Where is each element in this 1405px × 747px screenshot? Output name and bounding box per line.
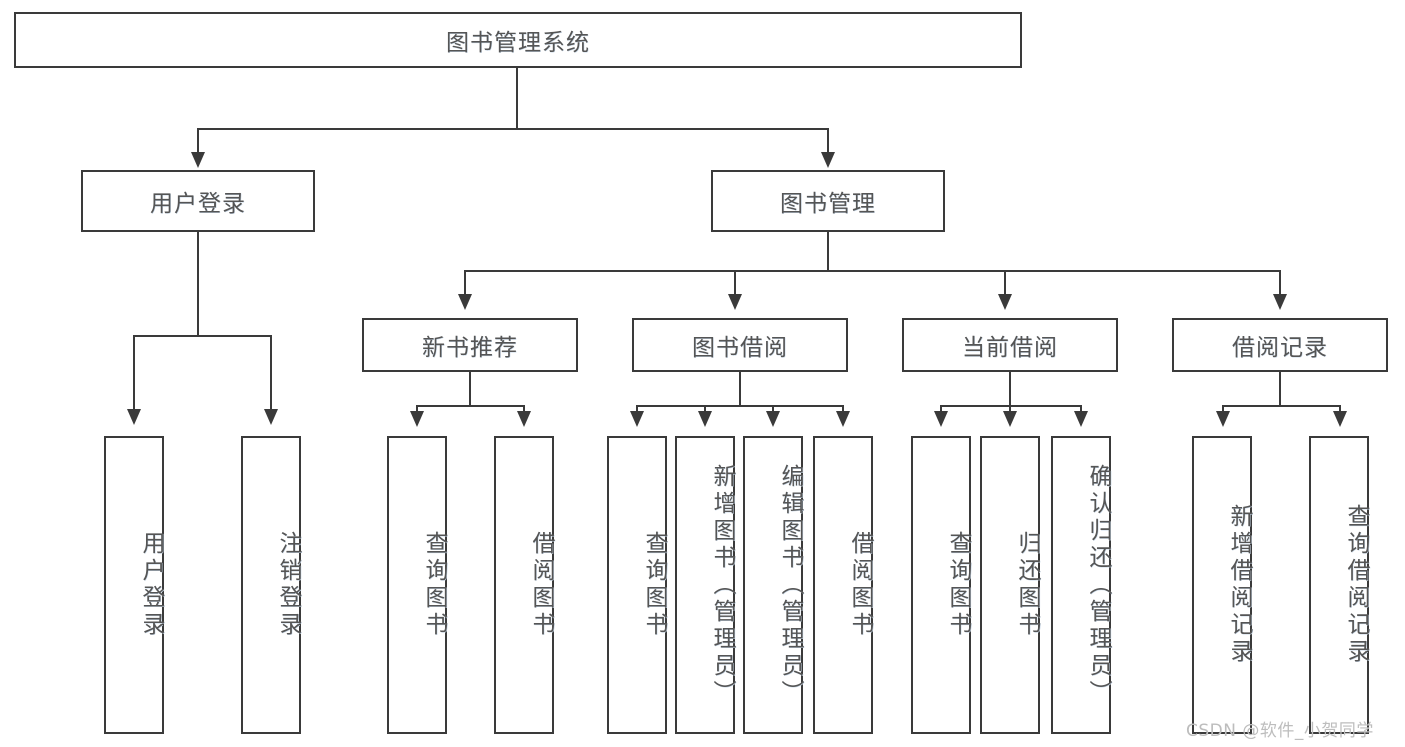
- node-current-borrow[interactable]: 当前借阅: [902, 318, 1118, 372]
- arrow-br-leaf-1: [1216, 411, 1230, 427]
- arrow-to-borrow-record: [1273, 294, 1287, 310]
- connector-user-login-bus: [133, 335, 271, 337]
- connector-level2-drop-left: [197, 128, 199, 154]
- arrow-bb-leaf-3: [766, 411, 780, 427]
- connector-br-bus: [1222, 405, 1340, 407]
- node-new-book-recommend[interactable]: 新书推荐: [362, 318, 578, 372]
- leaf-nbr-borrow-book[interactable]: 借阅图书: [494, 436, 554, 734]
- leaf-cb-confirm-return-admin[interactable]: 确认归还（管理员）: [1051, 436, 1111, 734]
- arrow-to-book-borrow: [728, 294, 742, 310]
- leaf-bb-query-book[interactable]: 查询图书: [607, 436, 667, 734]
- connector-bb-stem: [739, 372, 741, 405]
- node-book-borrow[interactable]: 图书借阅: [632, 318, 848, 372]
- leaf-br-query-record[interactable]: 查询借阅记录: [1309, 436, 1369, 734]
- leaf-nbr-query-book[interactable]: 查询图书: [387, 436, 447, 734]
- connector-cb-stem: [1009, 372, 1011, 405]
- node-root-system[interactable]: 图书管理系统: [14, 12, 1022, 68]
- arrow-nbr-leaf-2: [517, 411, 531, 427]
- arrow-cb-leaf-3: [1074, 411, 1088, 427]
- leaf-bb-edit-book-admin[interactable]: 编辑图书（管理员）: [743, 436, 803, 734]
- connector-br-drop-2: [1339, 405, 1341, 413]
- leaf-bb-add-book-admin[interactable]: 新增图书（管理员）: [675, 436, 735, 734]
- arrow-to-user-login: [191, 152, 205, 168]
- connector-br-stem: [1279, 372, 1281, 405]
- connector-level3-bus: [464, 270, 1281, 272]
- connector-user-login-drop-2: [270, 335, 272, 411]
- connector-level3-drop-3: [1004, 270, 1006, 296]
- connector-nbr-stem: [469, 372, 471, 405]
- connector-br-drop-1: [1222, 405, 1224, 413]
- arrow-to-current-borrow: [998, 294, 1012, 310]
- arrow-bb-leaf-2: [698, 411, 712, 427]
- arrow-bb-leaf-4: [836, 411, 850, 427]
- arrow-to-book-manage: [821, 152, 835, 168]
- connector-bb-drop-1: [636, 405, 638, 413]
- arrow-nbr-leaf-1: [410, 411, 424, 427]
- connector-user-login-stem: [197, 232, 199, 335]
- connector-user-login-drop-1: [133, 335, 135, 411]
- watermark-csdn: CSDN @软件_小贺同学: [1186, 721, 1374, 741]
- node-user-login[interactable]: 用户登录: [81, 170, 315, 232]
- connector-root-stem: [516, 68, 518, 130]
- connector-cb-drop-1: [940, 405, 942, 413]
- arrow-to-leaf-logout: [264, 409, 278, 425]
- connector-level2-drop-right: [827, 128, 829, 154]
- connector-bb-drop-4: [842, 405, 844, 413]
- leaf-cb-query-book[interactable]: 查询图书: [911, 436, 971, 734]
- leaf-br-add-record[interactable]: 新增借阅记录: [1192, 436, 1252, 734]
- connector-cb-drop-2: [1009, 405, 1011, 413]
- arrow-cb-leaf-1: [934, 411, 948, 427]
- connector-bb-drop-2: [704, 405, 706, 413]
- leaf-user-login[interactable]: 用户登录: [104, 436, 164, 734]
- arrow-br-leaf-2: [1333, 411, 1347, 427]
- connector-cb-bus: [940, 405, 1082, 407]
- arrow-to-leaf-user-login: [127, 409, 141, 425]
- connector-level3-drop-4: [1279, 270, 1281, 296]
- arrow-bb-leaf-1: [630, 411, 644, 427]
- connector-bb-bus: [636, 405, 844, 407]
- connector-nbr-drop-2: [523, 405, 525, 413]
- connector-level3-drop-2: [734, 270, 736, 296]
- arrow-cb-leaf-2: [1003, 411, 1017, 427]
- leaf-logout[interactable]: 注销登录: [241, 436, 301, 734]
- connector-nbr-drop-1: [416, 405, 418, 413]
- connector-level3-drop-1: [464, 270, 466, 296]
- leaf-cb-return-book[interactable]: 归还图书: [980, 436, 1040, 734]
- node-borrow-record[interactable]: 借阅记录: [1172, 318, 1388, 372]
- connector-level2-bus: [197, 128, 829, 130]
- arrow-to-new-book-recommend: [458, 294, 472, 310]
- connector-nbr-bus: [416, 405, 524, 407]
- connector-cb-drop-3: [1080, 405, 1082, 413]
- node-book-manage[interactable]: 图书管理: [711, 170, 945, 232]
- leaf-bb-borrow-book[interactable]: 借阅图书: [813, 436, 873, 734]
- connector-book-manage-stem: [827, 232, 829, 270]
- connector-bb-drop-3: [772, 405, 774, 413]
